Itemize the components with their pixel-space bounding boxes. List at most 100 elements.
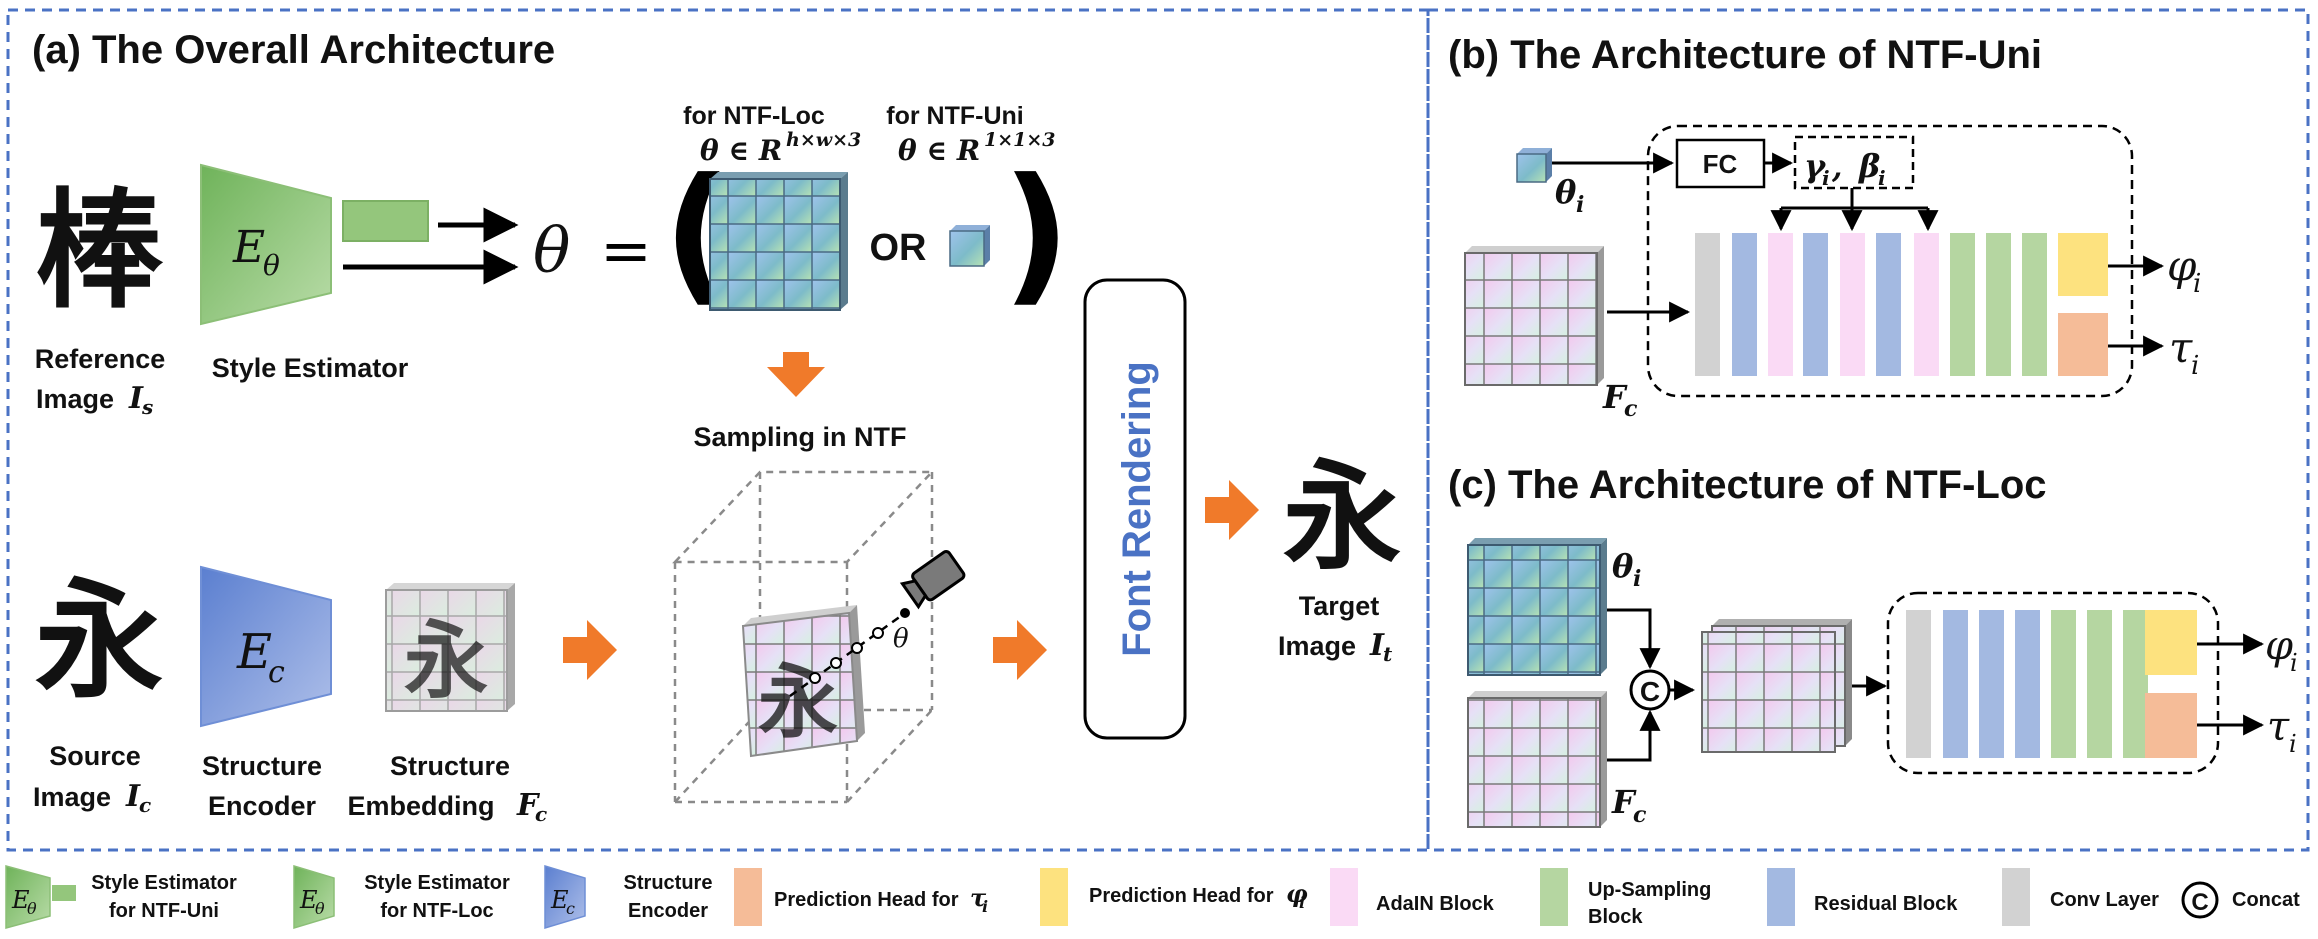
structure-encoder-label-1: Structure xyxy=(202,751,322,781)
paren-close: ) xyxy=(1002,147,1071,321)
legend-style-loc-1: Style Estimator xyxy=(364,872,510,894)
ntf-uni-dashed-box xyxy=(1646,124,2134,398)
legend-residual: Residual Block xyxy=(1814,893,1958,915)
sampling-label: Sampling in NTF xyxy=(694,422,907,452)
equals-sign: = xyxy=(600,214,652,287)
legend-pred-phi-sub: i xyxy=(1299,893,1305,912)
structure-encoder-sub: c xyxy=(268,655,285,690)
arrow-orange-down xyxy=(767,352,825,397)
uni-exponent: 1×1×3 xyxy=(984,129,1056,151)
legend-style-uni-1: Style Estimator xyxy=(91,872,237,894)
gamma-symbol: γ xyxy=(1804,147,1827,185)
legend-upsampling-2: Block xyxy=(1588,906,1643,928)
panel-a-title: (a) The Overall Architecture xyxy=(32,28,555,72)
beta-sub: i xyxy=(1878,166,1886,190)
uni-tau-sub: i xyxy=(2191,351,2199,381)
theta-symbol: θ xyxy=(533,214,570,287)
loc-concat-grid xyxy=(1701,619,1852,753)
uni-residual-block-2 xyxy=(1803,233,1828,376)
panel-bc-frame xyxy=(1426,8,2310,852)
style-vector-bar xyxy=(342,200,429,242)
legend-adain-swatch xyxy=(1330,868,1358,926)
camera-origin xyxy=(900,608,910,618)
loc-upsampling-block-1 xyxy=(2051,610,2076,758)
legend-conv-swatch xyxy=(2002,868,2030,926)
loc-phi-symbol: φ xyxy=(2265,623,2293,669)
legend-concat: Concat xyxy=(2232,889,2300,911)
loc-head-phi xyxy=(2145,610,2197,675)
font-rendering-label: Font Rendering xyxy=(1115,361,1159,657)
loc-phi-sub: i xyxy=(2290,649,2298,677)
uni-theta-sub: i xyxy=(1576,192,1584,218)
style-estimator-symbol: E xyxy=(232,222,265,273)
uni-adain-block-2 xyxy=(1840,233,1865,376)
theta-grid-loc xyxy=(709,172,848,311)
panel-b-title: (b) The Architecture of NTF-Uni xyxy=(1448,33,2042,77)
legend-style-uni-2: for NTF-Uni xyxy=(109,900,219,922)
ntf-loc-dashed-box xyxy=(1886,591,2220,775)
uni-phi-symbol: φ xyxy=(2167,241,2197,290)
legend-upsampling-swatch xyxy=(1540,868,1568,926)
uni-head-phi xyxy=(2058,233,2108,296)
style-estimator-label: Style Estimator xyxy=(212,353,409,383)
structure-encoder-symbol: E xyxy=(236,624,272,680)
reference-label-1: Reference xyxy=(35,344,166,374)
loc-upsampling-block-2 xyxy=(2087,610,2112,758)
font-rendering-box xyxy=(1083,278,1187,740)
legend-pred-tau-sub: i xyxy=(982,897,988,916)
concat-arrows xyxy=(1607,608,1661,762)
loc-f-symbol: F xyxy=(1611,783,1637,821)
uni-adain-block-1 xyxy=(1768,233,1793,376)
embedding-label-2: Embedding xyxy=(348,791,495,821)
panel-a-frame xyxy=(6,8,1430,852)
target-symbol: I xyxy=(1369,628,1385,663)
legend-est-loc-sub: θ xyxy=(315,899,325,918)
embedding-sub: c xyxy=(535,802,547,826)
loc-block-stack xyxy=(1906,610,2197,758)
source-character: 永 xyxy=(35,566,163,716)
camera-ray xyxy=(789,611,906,698)
legend-pred-phi-symbol: φ xyxy=(1286,879,1308,908)
gamma-beta-comma: , xyxy=(1831,150,1842,185)
arrow-orange-rendering xyxy=(1205,480,1259,540)
adain-fanout xyxy=(1770,188,1939,232)
loc-upsampling-block-3 xyxy=(2123,610,2148,758)
uni-residual-block-1 xyxy=(1732,233,1757,376)
target-sub: t xyxy=(1383,642,1393,666)
uni-f-sub: c xyxy=(1624,396,1638,422)
uni-phi-sub: i xyxy=(2193,269,2201,299)
loc-residual-block-3 xyxy=(2015,610,2040,758)
loc-residual-block-1 xyxy=(1943,610,1968,758)
uni-block-stack xyxy=(1695,233,2108,376)
camera-icon xyxy=(899,550,966,610)
reference-symbol: I xyxy=(128,381,144,416)
loc-tau-symbol: τ xyxy=(2267,704,2290,750)
loc-theta-sub: i xyxy=(1633,566,1641,592)
theta-cube-uni xyxy=(949,225,990,267)
uni-upsampling-block-2 xyxy=(1986,233,2011,376)
legend-enc-symbol: E xyxy=(550,886,569,914)
gamma-sub: i xyxy=(1822,166,1830,190)
uni-upsampling-block-3 xyxy=(2022,233,2047,376)
style-estimator-sub: θ xyxy=(263,249,280,282)
legend-pred-tau-symbol: τ xyxy=(970,883,987,912)
gamma-beta-box xyxy=(1793,135,1915,190)
legend-concat-symbol: C xyxy=(2191,889,2208,916)
uni-head-tau xyxy=(2058,313,2108,376)
source-symbol: I xyxy=(125,779,141,814)
loc-residual-block-2 xyxy=(1979,610,2004,758)
uni-formula: θ ∈ R xyxy=(898,134,980,167)
loc-head-tau xyxy=(2145,693,2197,758)
legend-est-loc-symbol: E xyxy=(299,886,318,914)
uni-residual-block-3 xyxy=(1876,233,1901,376)
fc-label: FC xyxy=(1703,149,1738,179)
ray-samples xyxy=(809,627,884,684)
arrow-orange-embedding xyxy=(563,620,617,680)
loc-f-sub: c xyxy=(1633,802,1647,828)
legend-concat-icon xyxy=(2181,881,2219,919)
uni-upsampling-block-1 xyxy=(1950,233,1975,376)
source-label-2: Image xyxy=(33,782,111,812)
loc-tau-sub: i xyxy=(2289,730,2297,758)
loc-exponent: h×w×3 xyxy=(786,129,861,151)
